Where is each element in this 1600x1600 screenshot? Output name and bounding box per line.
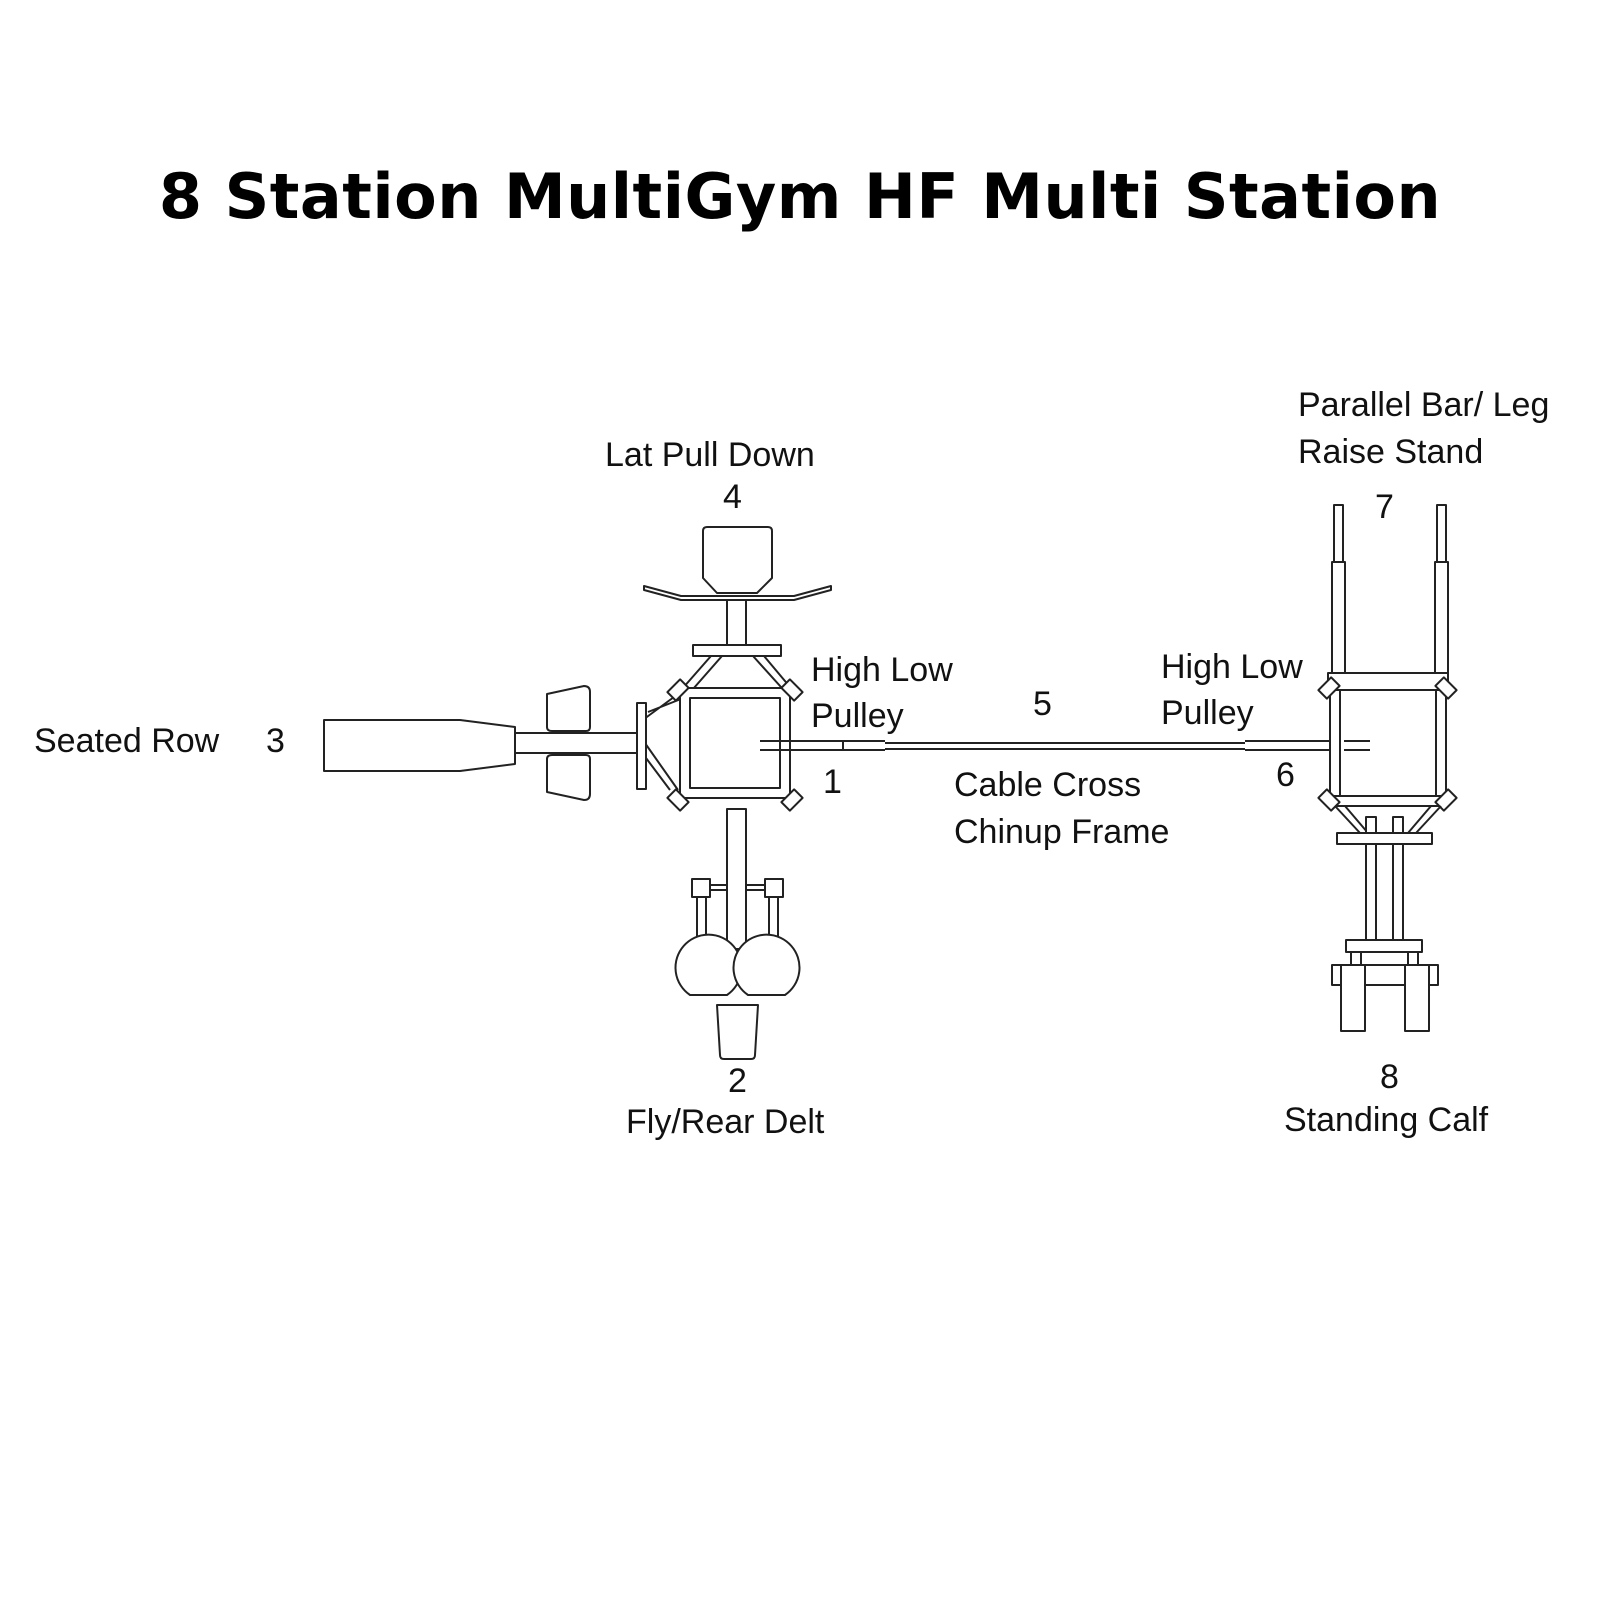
fly-pad-right — [732, 933, 801, 996]
calf-shoulder-bar — [1345, 939, 1423, 953]
parallel-bar-left-tip — [1333, 504, 1344, 563]
seated-row-beam — [514, 732, 638, 754]
label-high-low-pulley-left-2: Pulley — [811, 697, 904, 735]
label-cable-cross-2: Chinup Frame — [954, 813, 1169, 851]
cable-cross-beam — [885, 742, 1245, 750]
calf-top-plate — [1336, 832, 1433, 845]
top-plate — [692, 644, 782, 657]
left-tower — [323, 526, 885, 1060]
fly-arm-pivot-right — [764, 878, 784, 898]
label-station-6: 6 — [1276, 756, 1295, 794]
calf-pad-left — [1340, 964, 1366, 1032]
fly-pad-left — [674, 933, 743, 996]
corner-pad — [1434, 676, 1458, 700]
right-main-frame — [1329, 689, 1447, 797]
lat-pulldown-seat — [702, 526, 773, 594]
parallel-bar-right-tip — [1436, 504, 1447, 563]
label-lat-pull-down: Lat Pull Down — [605, 436, 815, 474]
fly-column — [726, 808, 747, 950]
label-high-low-pulley-right-1: High Low — [1161, 648, 1303, 686]
fly-back-pad — [716, 1004, 759, 1060]
corner-pad — [780, 678, 804, 702]
label-high-low-pulley-left-1: High Low — [811, 651, 953, 689]
label-seated-row: Seated Row — [34, 722, 220, 760]
right-tower — [1317, 504, 1458, 1032]
label-station-4: 4 — [723, 478, 742, 516]
label-standing-calf: Standing Calf — [1284, 1101, 1489, 1139]
pulley-cable-left — [760, 740, 885, 751]
parallel-bar-left — [1331, 561, 1346, 676]
diagram-title: 8 Station MultiGym HF Multi Station — [158, 160, 1442, 233]
corner-pad — [1317, 676, 1341, 700]
parallel-bar-right — [1434, 561, 1449, 676]
corner-pad — [666, 678, 690, 702]
label-parallel-bar-1: Parallel Bar/ Leg — [1298, 386, 1549, 424]
label-cable-cross-1: Cable Cross — [954, 766, 1141, 804]
side-plate — [636, 702, 647, 790]
corner-pad — [666, 788, 690, 812]
label-station-3: 3 — [266, 722, 285, 760]
label-station-2: 2 — [728, 1062, 747, 1100]
label-station-7: 7 — [1375, 488, 1394, 526]
lat-pulldown-thigh-bar — [643, 585, 832, 601]
seated-row-pad — [323, 719, 516, 772]
main-frame — [679, 687, 791, 799]
label-fly-rear-delt: Fly/Rear Delt — [626, 1103, 825, 1141]
seated-row-footpad-bottom — [546, 754, 591, 801]
lat-pulldown-post — [726, 599, 747, 649]
label-high-low-pulley-right-2: Pulley — [1161, 694, 1254, 732]
corner-pad — [780, 788, 804, 812]
calf-pad-right — [1404, 964, 1430, 1032]
label-parallel-bar-2: Raise Stand — [1298, 433, 1483, 471]
label-station-5: 5 — [1033, 685, 1052, 723]
label-station-1: 1 — [823, 763, 842, 801]
label-station-8: 8 — [1380, 1058, 1399, 1096]
fly-arm-pivot-left — [691, 878, 711, 898]
seated-row-footpad-top — [546, 685, 591, 732]
